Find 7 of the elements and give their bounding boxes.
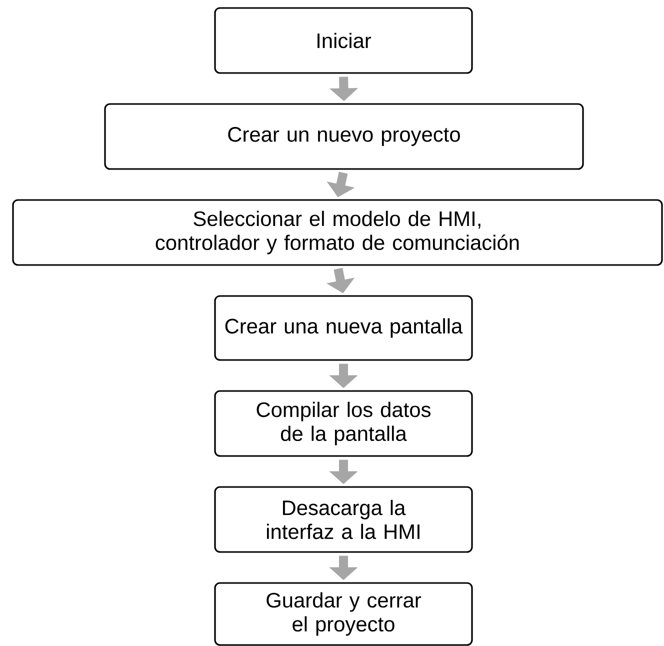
process-box: Crear un nuevo proyecto xyxy=(104,103,584,170)
process-box: Iniciar xyxy=(214,7,473,74)
process-box: Desacarga la interfaz a la HMI xyxy=(214,486,473,553)
process-box: Compilar los datos de la pantalla xyxy=(214,390,473,457)
process-box: Seleccionar el modelo de HMI, controlador y formato de comunciación xyxy=(12,199,663,266)
process-box: Crear una nueva pantalla xyxy=(214,295,473,361)
process-box: Guardar y cerrar el proyecto xyxy=(214,582,473,646)
